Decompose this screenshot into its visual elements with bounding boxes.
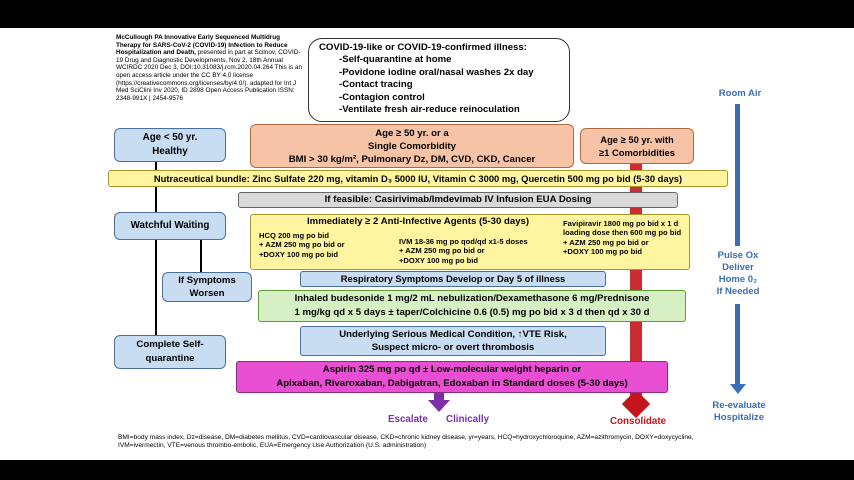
left-connector	[155, 158, 157, 338]
connector-watchful-to-symptoms	[200, 240, 202, 295]
citation-title: McCullough PA Innovative Early Sequenced…	[116, 34, 288, 57]
underlying-line1: Underlying Serious Medical Condition, ↑V…	[339, 329, 567, 340]
escalate-label: Escalate	[388, 414, 428, 425]
age-under-50-line1: Age < 50 yr.	[142, 132, 198, 143]
reevaluate-line1: Re-evaluate	[712, 400, 766, 411]
inhaled-line1: Inhaled budesonide 1 mg/2 mL nebulizatio…	[294, 293, 650, 304]
complete-line1: Complete Self-	[136, 339, 204, 350]
abbreviations-footer: BMI=body mass index, Dz=disease, DM=diab…	[118, 434, 694, 449]
initial-illness-box: COVID-19-like or COVID-19-confirmed illn…	[308, 38, 570, 122]
regimen-line: HCQ 200 mg po bid	[259, 231, 330, 240]
anti-infective-col3: Favipiravir 1800 mg po bid x 1 d loading…	[563, 219, 681, 257]
anti-infective-box: Immediately ≥ 2 Anti-Infective Agents (5…	[250, 214, 690, 270]
age-50-line1: Age ≥ 50 yr. or a	[375, 128, 449, 139]
complete-line2: quarantine	[145, 353, 195, 364]
anti-infective-col1: HCQ 200 mg po bid + AZM 250 mg po bid or…	[259, 231, 345, 259]
aspirin-line2: Apixaban, Rivaroxaban, Dabigatran, Edoxa…	[276, 378, 628, 389]
complete-self-quarantine-box: Complete Self- quarantine	[114, 335, 226, 369]
room-air-label: Room Air	[718, 88, 762, 99]
monoclonal-feasible-box: If feasible: Casirivimab/Imdevimab IV In…	[238, 192, 678, 208]
age-under-50-box: Age < 50 yr. Healthy	[114, 128, 226, 162]
age-50-line2: Single Comorbidity	[368, 141, 456, 152]
initial-illness-heading: COVID-19-like or COVID-19-confirmed illn…	[319, 42, 527, 53]
age-50-single-comorbidity-box: Age ≥ 50 yr. or a Single Comorbidity BMI…	[250, 124, 574, 168]
initial-item: -Ventilate fresh air-reduce reinoculatio…	[339, 104, 520, 116]
regimen-line: + AZM 250 mg po bid or	[259, 240, 345, 250]
pulse-ox-line1: Pulse Ox	[717, 250, 759, 261]
oxygen-arrow-shaft-bottom	[735, 304, 740, 386]
initial-item: -Contagion control	[339, 91, 425, 103]
pulse-ox-line2: Deliver	[722, 262, 754, 273]
if-symptoms-worsen-box: If Symptoms Worsen	[162, 272, 252, 302]
inhaled-line2: 1 mg/kg qd x 5 days ± taper/Colchicine 0…	[294, 307, 650, 318]
age-under-50-line2: Healthy	[152, 146, 188, 157]
nutraceutical-bundle: Nutraceutical bundle: Zinc Sulfate 220 m…	[108, 170, 728, 187]
respiratory-symptoms-text: Respiratory Symptoms Develop or Day 5 of…	[340, 273, 566, 284]
citation-body: presented in part at Scilnov, COVID-19 D…	[116, 49, 303, 102]
regimen-line: + AZM 250 mg po bid or	[399, 246, 485, 256]
pulse-ox-note: Pulse Ox Deliver Home 0₂ If Needed	[700, 250, 776, 298]
anticoagulation-box: Aspirin 325 mg po qd ± Low-molecular wei…	[236, 361, 668, 393]
age-50-multi-line2: ≥1 Comorbidities	[599, 147, 675, 158]
initial-item: -Contact tracing	[339, 79, 413, 91]
regimen-line: + AZM 250 mg po bid or	[563, 237, 649, 247]
reevaluate-line2: Hospitalize	[713, 412, 765, 423]
regimen-line: IVM 18-36 mg po qod/qd x1-5 doses	[399, 237, 528, 246]
if-symptoms-line1: If Symptoms	[178, 275, 236, 286]
nutraceutical-text: Nutraceutical bundle: Zinc Sulfate 220 m…	[153, 173, 683, 184]
anti-infective-heading: Immediately ≥ 2 Anti-Infective Agents (5…	[307, 216, 530, 227]
reevaluate-note: Re-evaluate Hospitalize	[696, 400, 782, 424]
pulse-ox-line3: Home 0₂	[718, 274, 758, 285]
regimen-line: Favipiravir 1800 mg po bid x 1 d	[563, 219, 679, 228]
escalate-arrowhead	[428, 400, 450, 412]
regimen-line: +DOXY 100 mg po bid	[399, 255, 478, 265]
watchful-waiting-box: Watchful Waiting	[114, 212, 226, 240]
escalate-arrow	[434, 390, 444, 402]
consolidate-arrowhead	[621, 389, 651, 419]
age-50-multi-line1: Age ≥ 50 yr. with	[600, 134, 674, 145]
initial-item: -Povidone iodine oral/nasal washes 2x da…	[339, 66, 534, 78]
inhaled-steroids-box: Inhaled budesonide 1 mg/2 mL nebulizatio…	[258, 290, 686, 322]
clinically-label: Clinically	[446, 414, 490, 425]
regimen-line: loading dose then 600 mg po bid	[563, 228, 682, 238]
underlying-line2: Suspect micro- or overt thrombosis	[371, 342, 535, 353]
aspirin-line1: Aspirin 325 mg po qd ± Low-molecular wei…	[322, 364, 582, 375]
age-50-line3: BMI > 30 kg/m², Pulmonary Dz, DM, CVD, C…	[288, 154, 536, 165]
age-50-multi-comorbidity-box: Age ≥ 50 yr. with ≥1 Comorbidities	[580, 128, 694, 164]
underlying-condition-box: Underlying Serious Medical Condition, ↑V…	[300, 326, 606, 356]
anti-infective-col2: IVM 18-36 mg po qod/qd x1-5 doses + AZM …	[399, 237, 528, 265]
respiratory-symptoms-box: Respiratory Symptoms Develop or Day 5 of…	[300, 271, 606, 287]
regimen-line: +DOXY 100 mg po bid	[259, 249, 338, 259]
watchful-waiting-text: Watchful Waiting	[130, 220, 210, 231]
pulse-ox-line4: If Needed	[716, 286, 760, 297]
if-symptoms-line2: Worsen	[189, 288, 225, 299]
regimen-line: +DOXY 100 mg po bid	[563, 247, 642, 257]
oxygen-arrow-shaft-top	[735, 104, 740, 246]
consolidate-label: Consolidate	[610, 416, 667, 427]
slide: McCullough PA Innovative Early Sequenced…	[0, 28, 854, 460]
monoclonal-feasible-text: If feasible: Casirivimab/Imdevimab IV In…	[324, 194, 592, 205]
initial-item: -Self-quarantine at home	[339, 54, 452, 66]
citation: McCullough PA Innovative Early Sequenced…	[116, 34, 306, 102]
oxygen-arrowhead	[730, 384, 746, 394]
